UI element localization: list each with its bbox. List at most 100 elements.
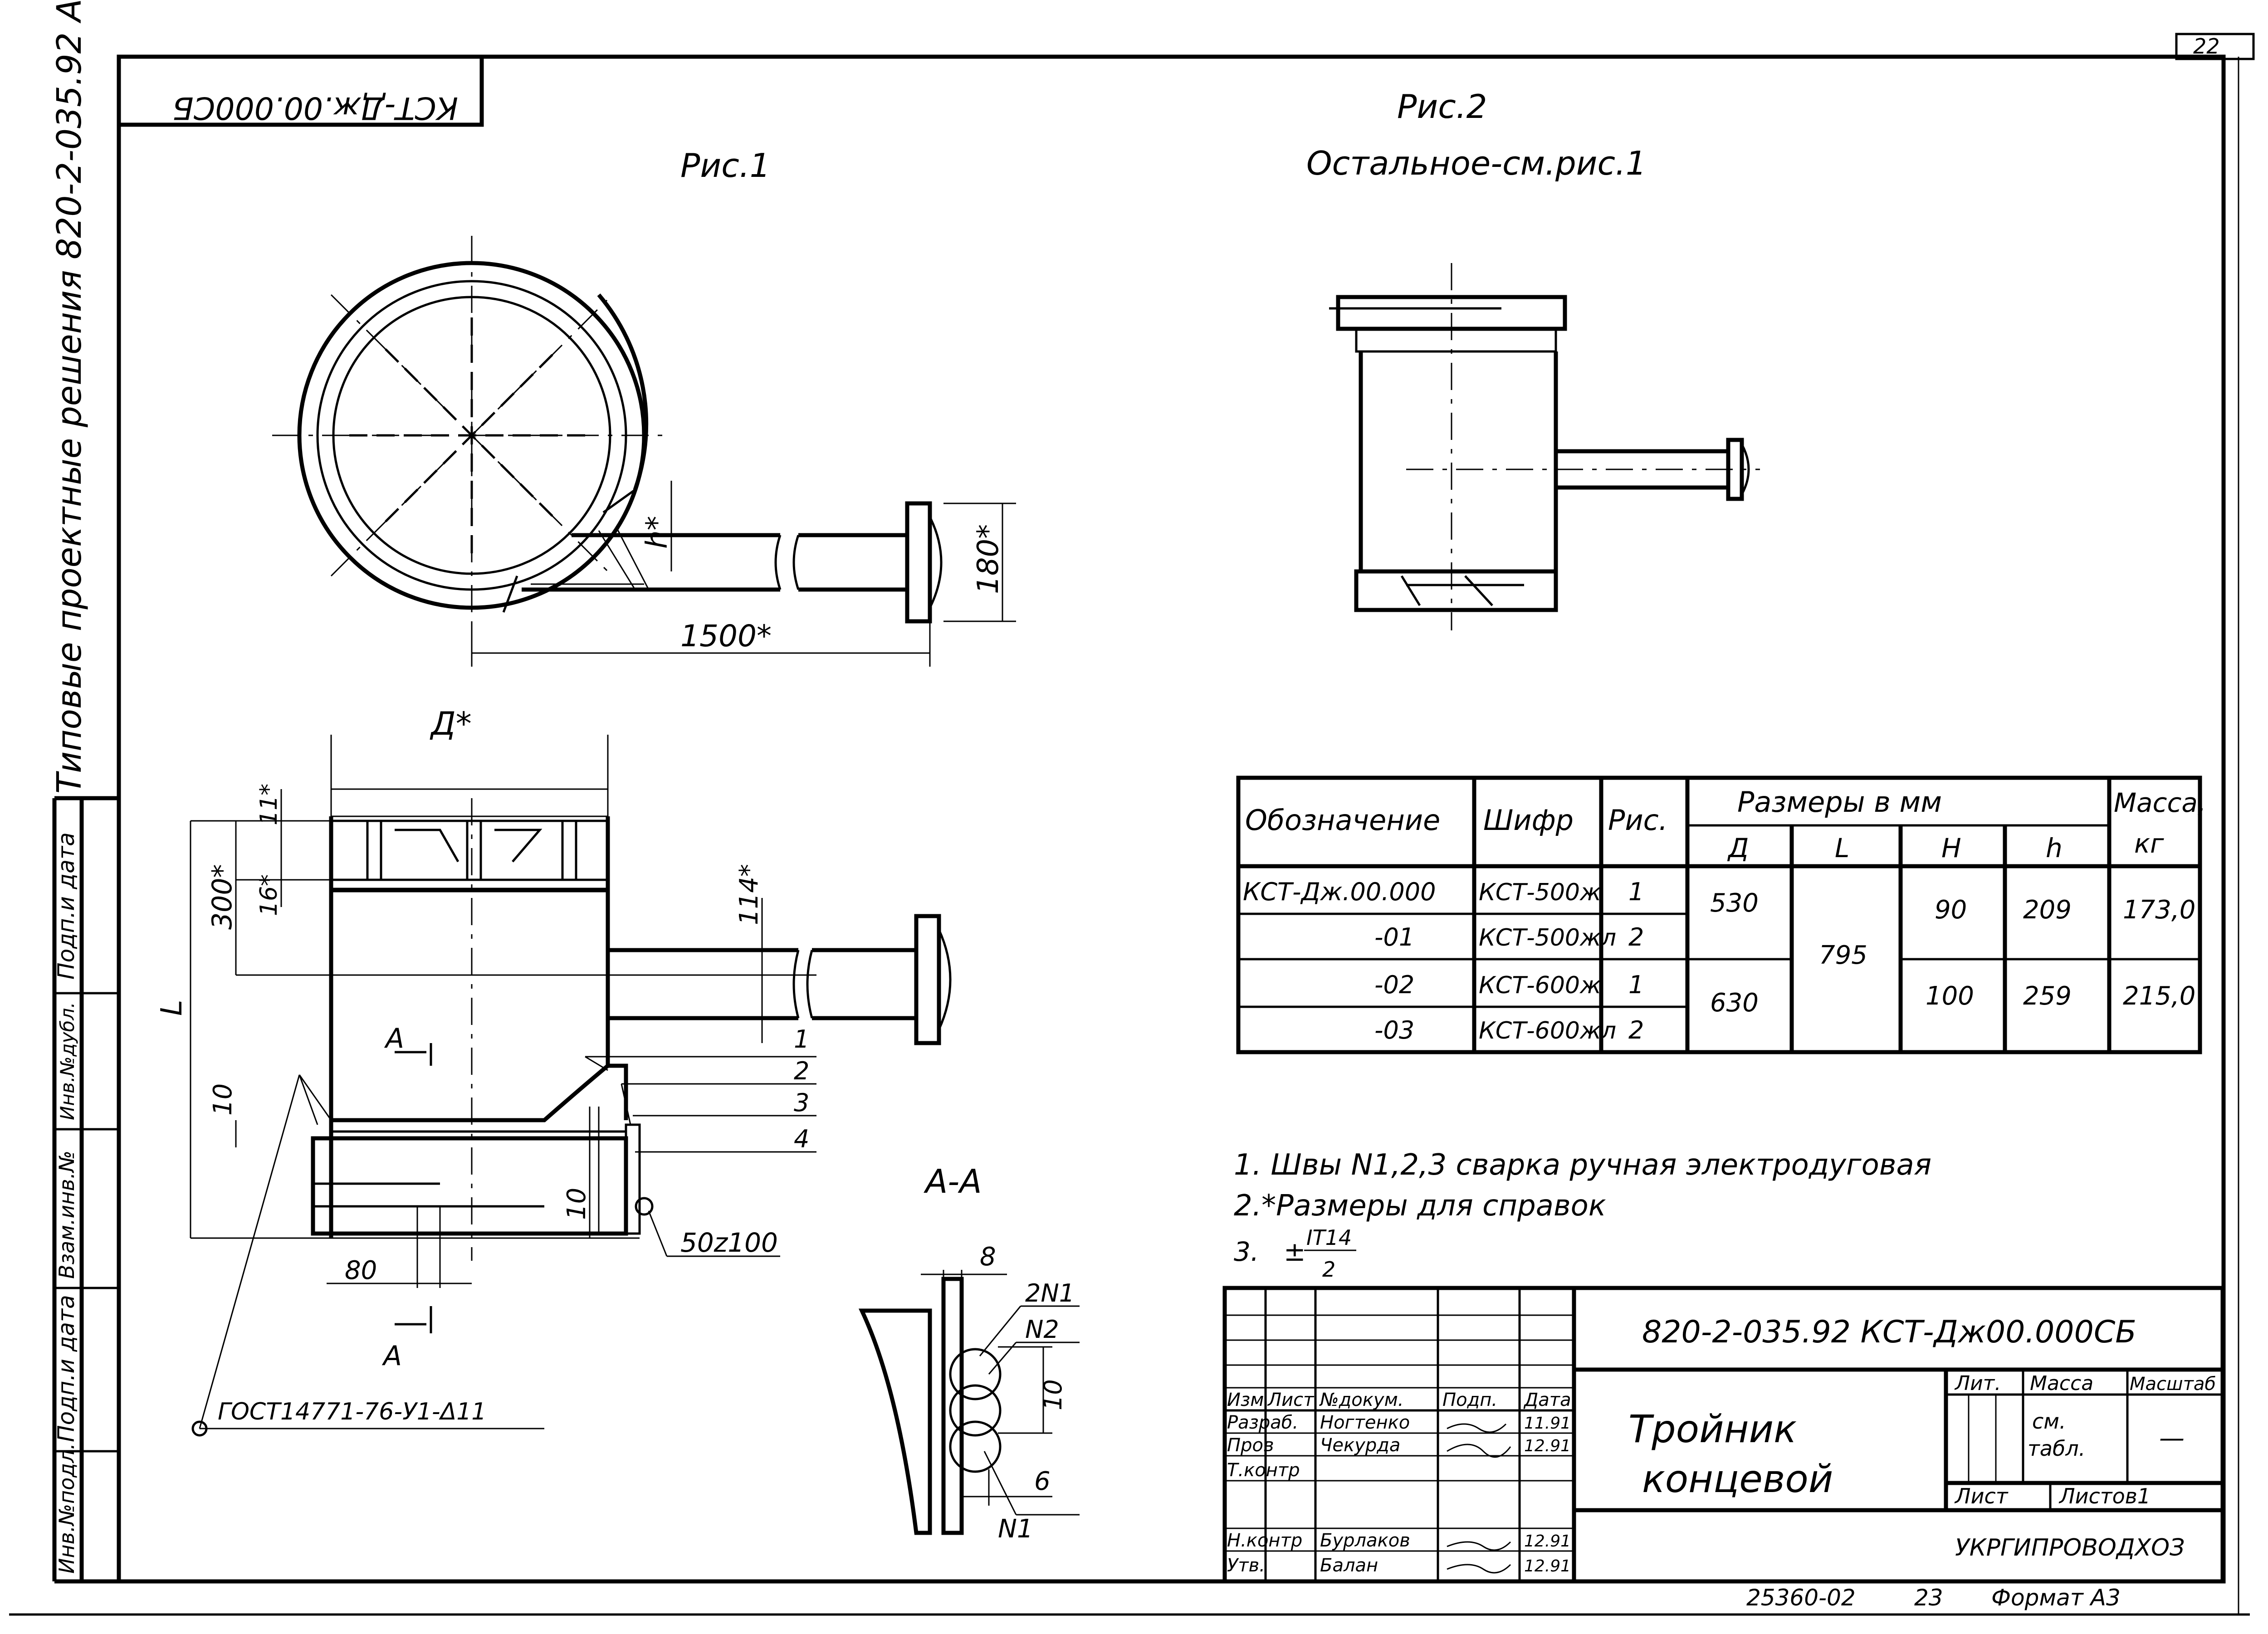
- section-mark-a2: A: [381, 1340, 402, 1372]
- cell-h-259: 259: [2023, 981, 2072, 1011]
- note-3-num: IT14: [1306, 1225, 1352, 1250]
- copy-number: 25360-02: [1746, 1585, 1856, 1611]
- fig2-title: Рис.2: [1397, 88, 1487, 126]
- mirrored-code-box: [117, 54, 484, 127]
- product-name-1: Тройник: [1628, 1407, 1797, 1451]
- row4-designation: -03: [1374, 1016, 1414, 1044]
- side-cell-sign2: Подп.и дата: [53, 1295, 79, 1442]
- dim-180: 180*: [972, 524, 1005, 594]
- note-3-prefix: 3.: [1234, 1236, 1259, 1267]
- note-3-pm: ±: [1284, 1236, 1306, 1267]
- row4-code: КСТ-600жл: [1479, 1017, 1616, 1044]
- row2-designation: -01: [1374, 923, 1414, 951]
- cell-D-530: 530: [1710, 888, 1759, 918]
- section-aa-detail: [858, 1270, 1080, 1535]
- hdr-sign: Подп.: [1442, 1390, 1497, 1410]
- tb-scale: Масштаб: [2130, 1374, 2216, 1395]
- page-number-box: [2175, 33, 2255, 60]
- row1-fig: 1: [1628, 878, 1644, 906]
- dim-114: 114*: [734, 864, 764, 925]
- date-norm-control: 12.91: [1524, 1532, 1571, 1551]
- dim-11: 11*: [255, 784, 283, 825]
- inner-frame: [117, 54, 2226, 1584]
- hdr-doc: №докум.: [1319, 1390, 1403, 1410]
- person-checker: Чекурда: [1320, 1435, 1400, 1456]
- dim-10a: 10: [208, 1083, 238, 1116]
- row1-designation: КСТ-Дж.00.000: [1243, 878, 1436, 906]
- fig1-plan-view: [272, 236, 943, 635]
- row1-code: КСТ-500ж: [1479, 879, 1601, 906]
- dim-D: Д*: [430, 705, 472, 742]
- dim-80: 80: [345, 1256, 377, 1285]
- cell-h-209: 209: [2023, 895, 2072, 925]
- fig2-subtitle: Остальное-см.рис.1: [1306, 144, 1647, 182]
- tb-org: УКРГИПРОВОДХОЗ: [1955, 1534, 2185, 1561]
- th-designation: Обозначение: [1245, 804, 1440, 837]
- th-sizes: Размеры в мм: [1737, 785, 1942, 819]
- callout-4: 4: [794, 1125, 809, 1153]
- note-1: 1. Швы N1,2,3 сварка ручная электродугов…: [1234, 1148, 1931, 1182]
- th-H: H: [1941, 833, 1961, 863]
- cell-H-90: 90: [1935, 895, 1967, 925]
- tb-sheet: Лист: [1954, 1484, 2009, 1508]
- doc-code: 820-2-035.92 КСТ-Дж00.000СБ: [1642, 1314, 2136, 1350]
- cell-H-100: 100: [1926, 981, 1974, 1011]
- fig1-title: Рис.1: [680, 146, 771, 185]
- hdr-izm: Изм: [1227, 1390, 1264, 1410]
- aa-weld-n2: N2: [1025, 1315, 1059, 1344]
- role-norm-control: Н.контр: [1227, 1530, 1302, 1551]
- callout-1: 1: [794, 1025, 809, 1054]
- person-norm-control: Бурлаков: [1320, 1530, 1410, 1551]
- dim-16: 16*: [255, 874, 283, 916]
- note-2: 2.*Размеры для справок: [1234, 1189, 1606, 1223]
- aa-dim-10: 10: [1039, 1379, 1067, 1410]
- row2-fig: 2: [1628, 923, 1644, 951]
- th-mass: Масса,: [2114, 787, 2206, 818]
- section-mark-a1: A: [384, 1023, 404, 1054]
- format-label: Формат А3: [1991, 1585, 2121, 1611]
- dim-10b: 10: [562, 1188, 591, 1220]
- title-block: [1222, 1286, 2225, 1584]
- fig2-view: [1329, 263, 1760, 630]
- gost-callout: ГОСТ14771-76-У1-Δ11: [218, 1398, 486, 1425]
- dimension-table: [1236, 776, 2202, 1054]
- row3-designation: -02: [1374, 971, 1414, 999]
- section-aa-title: A-A: [924, 1162, 982, 1200]
- hdr-list: Лист: [1267, 1390, 1315, 1410]
- th-mass-unit: кг: [2134, 828, 2164, 859]
- person-approver: Балан: [1320, 1555, 1378, 1576]
- weld-spec: 50z100: [680, 1227, 778, 1258]
- tb-mass-val1: см.: [2032, 1409, 2066, 1434]
- th-fig: Рис.: [1608, 804, 1667, 837]
- tb-mass: Масса: [2030, 1372, 2093, 1395]
- row4-fig: 2: [1628, 1016, 1644, 1044]
- aa-dim-6: 6: [1034, 1467, 1051, 1496]
- page-number: 22: [2193, 34, 2220, 59]
- th-code: Шифр: [1483, 804, 1574, 837]
- role-tech-control: Т.контр: [1227, 1460, 1300, 1481]
- role-developer: Разраб.: [1227, 1412, 1298, 1433]
- callout-3: 3: [794, 1088, 809, 1117]
- cell-D-630: 630: [1710, 988, 1759, 1018]
- role-checker: Пров: [1227, 1435, 1274, 1456]
- role-approver: Утв.: [1227, 1555, 1265, 1576]
- row3-code: КСТ-600ж: [1479, 972, 1601, 999]
- mirrored-code: КСТ-Дж.00.000СБ: [172, 90, 458, 126]
- note-3-den: 2: [1322, 1257, 1335, 1282]
- callout-2: 2: [794, 1057, 809, 1085]
- dim-L: L: [155, 1000, 189, 1016]
- fig1-elevation: [191, 798, 952, 1261]
- side-cell-inv-dup: Инв.№дубл.: [56, 1002, 78, 1120]
- cell-L-795: 795: [1819, 941, 1867, 970]
- dim-300: 300*: [206, 864, 238, 930]
- cell-mass-215: 215,0: [2123, 981, 2195, 1011]
- product-name-2: концевой: [1642, 1457, 1833, 1501]
- side-title: Типовые проектные решения 820-2-035.92 А…: [50, 0, 89, 794]
- side-cell-inv-orig: Инв.№подл.: [54, 1443, 79, 1574]
- aa-weld-2n1: 2N1: [1025, 1279, 1075, 1307]
- th-L: L: [1835, 833, 1849, 863]
- row2-code: КСТ-500жл: [1479, 924, 1616, 951]
- dim-h: h*: [640, 516, 674, 549]
- tb-sheets: Листов1: [2058, 1484, 2151, 1508]
